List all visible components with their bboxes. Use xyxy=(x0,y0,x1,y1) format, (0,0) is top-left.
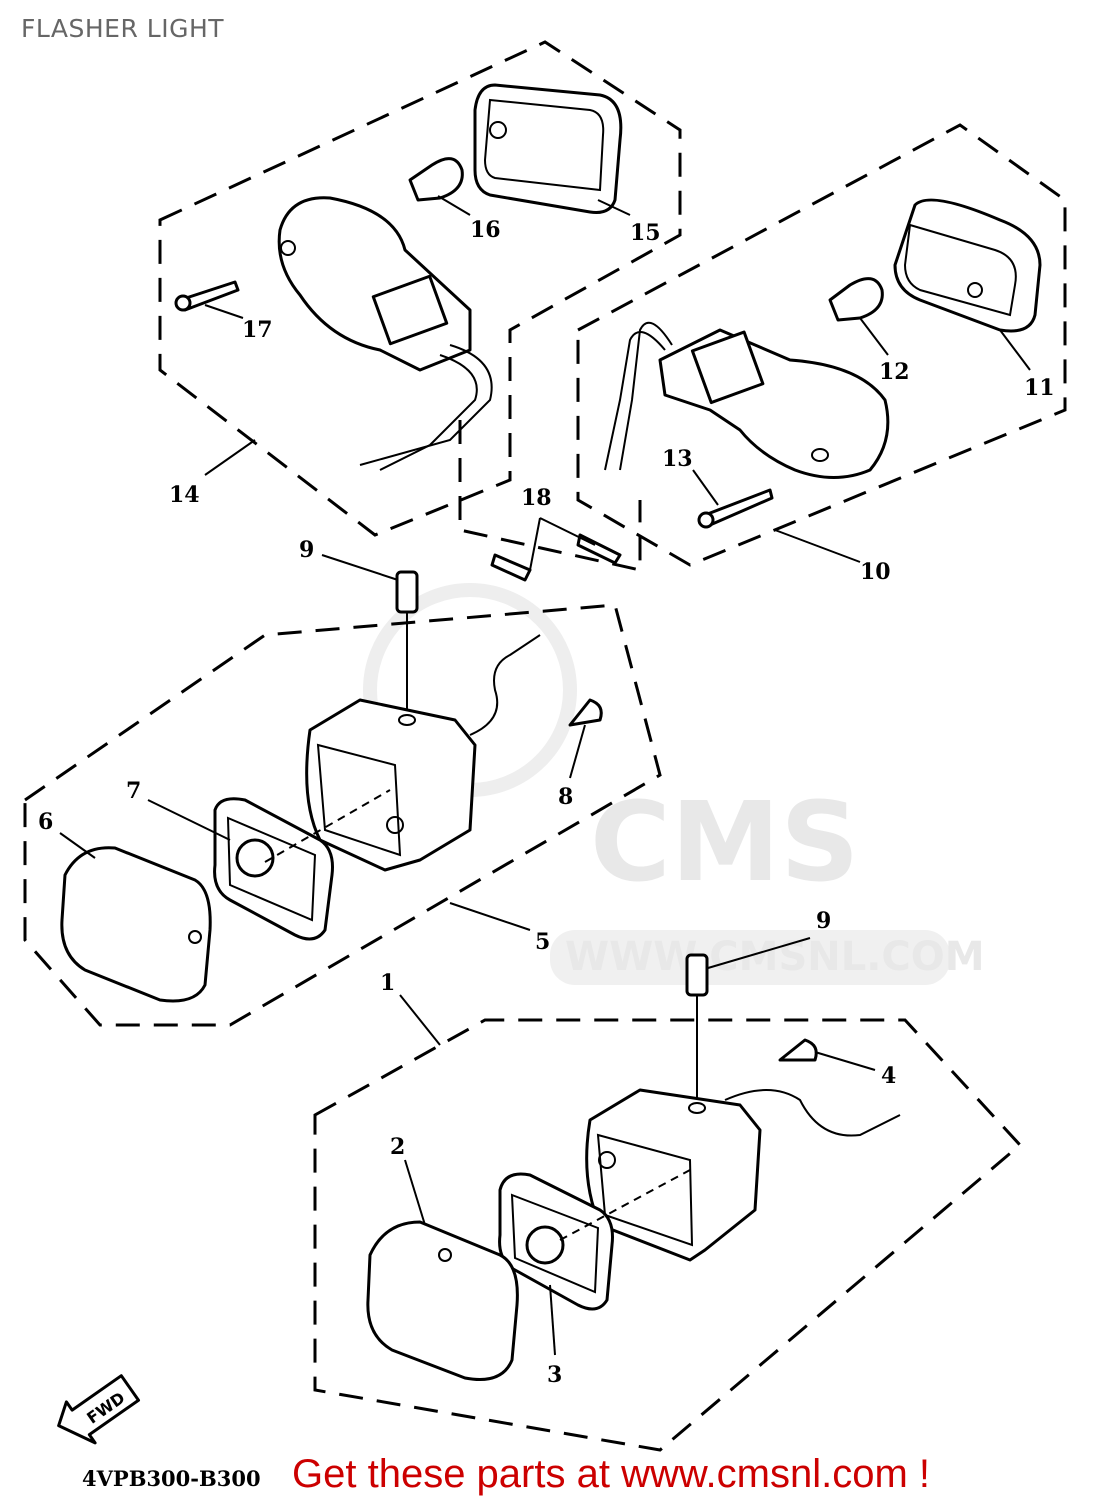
flasher-body-5 xyxy=(305,634,541,872)
grommet-4 xyxy=(778,1038,818,1062)
group-outline-18 xyxy=(458,420,642,572)
callout-8: 8 xyxy=(558,784,573,810)
callout-1: 1 xyxy=(380,970,395,996)
screw-9-lower xyxy=(685,953,709,997)
lens-6 xyxy=(60,846,212,1003)
callout-2: 2 xyxy=(390,1134,405,1160)
flasher-housing-14 xyxy=(277,196,493,471)
group-outline-14 xyxy=(158,40,682,537)
callout-9-upper: 9 xyxy=(299,537,314,563)
callout-17: 17 xyxy=(242,317,273,343)
watermark: CMS WWW.CMSNL.COM xyxy=(363,583,985,985)
callout-6: 6 xyxy=(38,809,53,835)
callout-10: 10 xyxy=(860,559,891,585)
footer-link[interactable]: Get these parts at www.cmsnl.com ! xyxy=(292,1452,930,1496)
group-outline-10 xyxy=(576,123,1067,567)
group-outline-5 xyxy=(23,603,662,1027)
callout-9-lower: 9 xyxy=(816,908,831,934)
callout-14: 14 xyxy=(169,482,200,508)
flasher-housing-10 xyxy=(604,321,890,479)
callout-5: 5 xyxy=(535,929,550,955)
diagram-code: 4VPB300-B300 xyxy=(82,1466,261,1491)
leader-lines xyxy=(59,195,1031,1356)
callout-7: 7 xyxy=(126,778,141,804)
callout-4: 4 xyxy=(881,1063,896,1089)
lens-2 xyxy=(366,1220,519,1381)
callout-11: 11 xyxy=(1024,375,1055,401)
watermark-logo: CMS xyxy=(590,778,859,906)
page-title: FLASHER LIGHT xyxy=(21,14,225,43)
lens-11 xyxy=(893,198,1042,333)
callout-12: 12 xyxy=(879,359,910,385)
bulb-12 xyxy=(828,277,884,322)
callout-13: 13 xyxy=(662,446,693,472)
watermark-url: WWW.CMSNL.COM xyxy=(565,934,985,980)
callout-18: 18 xyxy=(521,485,552,511)
callout-15: 15 xyxy=(630,220,661,246)
gasket-7 xyxy=(213,797,334,941)
callout-16: 16 xyxy=(470,217,501,243)
screw-18a xyxy=(490,553,532,582)
callout-3: 3 xyxy=(547,1362,562,1388)
screw-13 xyxy=(697,488,774,529)
screw-17 xyxy=(174,280,240,312)
flasher-body-1 xyxy=(585,1088,901,1262)
bulb-16 xyxy=(408,157,464,202)
screw-9-upper xyxy=(395,570,419,614)
lens-15 xyxy=(473,83,623,214)
group-outline-1 xyxy=(313,1018,1023,1452)
grommet-8 xyxy=(568,698,603,727)
fwd-arrow-icon: FWD xyxy=(57,1374,141,1445)
